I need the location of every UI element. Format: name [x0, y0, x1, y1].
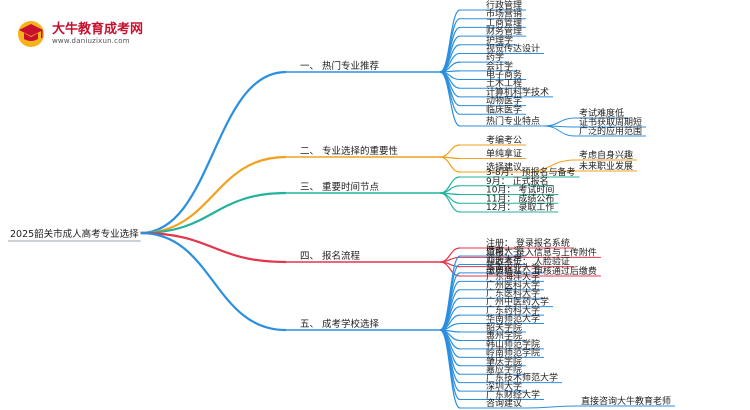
mindmap-nodes: 2025韶关市成人高考专业选择 一、 热门专业推荐 行政管理市场营销工商管理财务管理… [10, 0, 671, 409]
leaf-link-1-3 [439, 26, 461, 73]
branch-link-1 [140, 70, 287, 235]
leaf-2-1: 考编考公 [486, 134, 522, 146]
leaf-3-3: 10月： 考试时间 [486, 184, 554, 196]
leaf-5-7: 广州中医药大学 [486, 296, 549, 308]
leaf-link-2-3 [439, 156, 461, 173]
leaf-1-13: 临床医学 [486, 103, 522, 115]
leaf-link-4-4 [439, 261, 461, 277]
root-topic: 2025韶关市成人高考专业选择 [10, 228, 139, 240]
branch-link-5 [140, 231, 287, 332]
leaf-3-5: 12月： 录取工作 [486, 201, 554, 213]
sub-leaf-1-14-2: 证书获取周期短 [579, 116, 642, 128]
leaf-5-19: 咨询建议 [486, 397, 522, 409]
site-url: www.daniuzixun.com [52, 37, 130, 45]
leaf-5-2: 汕头大学 [486, 253, 522, 265]
leaf-1-11: 计算机科学技术 [486, 86, 549, 98]
leaf-4-2: 填报： 录入信息与上传附件 [486, 246, 597, 258]
leaf-4-1: 注册： 登录报名系统 [486, 237, 570, 249]
leaf-link-1-13 [439, 71, 461, 115]
leaf-5-12: 韩山师范学院 [486, 338, 540, 350]
sub-leaf-2-3-2: 未来职业发展 [579, 160, 633, 172]
branch-link-4 [140, 231, 287, 264]
leaf-1-2: 市场营销 [486, 8, 522, 20]
leaf-1-3: 工商管理 [486, 16, 522, 28]
leaf-1-8: 会计学 [486, 60, 513, 72]
leaf-1-9: 电子商务 [486, 69, 522, 81]
leaf-5-17: 深圳大学 [486, 380, 522, 392]
leaf-5-11: 惠州学院 [486, 329, 522, 341]
leaf-2-2: 单纯拿证 [486, 148, 522, 160]
leaf-5-8: 广东药科大学 [486, 304, 540, 316]
leaf-3-4: 11月： 成绩公布 [486, 192, 554, 204]
leaf-5-10: 韶关学院 [486, 321, 522, 333]
sub-link-1-14-1 [544, 117, 576, 127]
leaf-5-3: 华南农业大学 [486, 262, 540, 274]
leaf-5-9: 华南师范大学 [486, 313, 540, 325]
leaf-1-1: 行政管理 [486, 0, 522, 11]
branch-5-label: 五、 成考学校选择 [300, 318, 380, 330]
branch-2-label: 二、 专业选择的重要性 [300, 145, 399, 157]
sub-leaf-5-19-1: 直接咨询大牛教育老师 [581, 395, 671, 407]
leaf-5-6: 广东医科大学 [486, 287, 540, 299]
leaf-5-18: 广东财经大学 [486, 389, 540, 401]
leaf-3-1: 3-8月： 预报名与备考 [486, 166, 576, 178]
leaf-1-7: 药学 [486, 51, 504, 63]
leaf-2-3: 选择建议 [486, 161, 522, 173]
sub-link-1-14-3 [544, 125, 576, 137]
leaf-1-14: 热门专业特点 [486, 115, 540, 127]
leaf-4-3: 获取考位： 人脸验证 [486, 256, 570, 268]
sub-link-5-19-1 [526, 405, 578, 409]
branch-1-label: 一、 热门专业推荐 [300, 60, 380, 72]
leaf-1-5: 护理学 [486, 34, 513, 46]
leaf-4-4: 缴费确认： 审核通过后缴费 [486, 265, 597, 277]
branch-link-3 [140, 191, 287, 235]
leaf-5-1: 暨南大学 [486, 245, 522, 257]
leaf-link-2-1 [439, 144, 461, 158]
leaf-3-2: 9月： 正式报名 [486, 175, 549, 187]
branch-link-2 [140, 155, 287, 235]
sub-link-2-3-2 [526, 170, 576, 173]
sub-leaf-1-14-3: 广泛的应用范围 [579, 125, 642, 137]
leaf-5-15: 嘉应学院 [486, 363, 522, 375]
site-logo: 大牛教育成考网 www.daniuzixun.com [14, 14, 144, 52]
sub-leaf-1-14-1: 考试难度低 [579, 107, 624, 119]
graduation-cap-icon [18, 21, 44, 47]
sub-leaf-2-3-1: 考虑自身兴趣 [579, 149, 633, 161]
mindmap-links [8, 9, 676, 409]
leaf-link-3-5 [439, 192, 461, 213]
leaf-link-5-19 [439, 329, 461, 409]
branch-4-label: 四、 报名流程 [300, 250, 361, 262]
site-title: 大牛教育成考网 [52, 22, 144, 37]
leaf-1-4: 财务管理 [486, 25, 522, 37]
leaf-link-3-1 [439, 176, 461, 194]
leaf-1-6: 视觉传达设计 [486, 42, 540, 54]
leaf-5-4: 广东海洋大学 [486, 270, 540, 282]
branch-3-label: 三、 重要时间节点 [300, 181, 380, 193]
leaf-5-5: 广州医科大学 [486, 279, 540, 291]
leaf-5-14: 肇庆学院 [486, 355, 522, 367]
leaf-link-5-3 [439, 272, 461, 331]
leaf-5-16: 广东技术师范大学 [486, 372, 558, 384]
leaf-5-13: 岭南师范学院 [486, 346, 540, 358]
leaf-1-10: 土木工程 [486, 77, 522, 89]
leaf-1-12: 动物医学 [486, 95, 522, 107]
leaf-link-1-14 [439, 71, 461, 127]
